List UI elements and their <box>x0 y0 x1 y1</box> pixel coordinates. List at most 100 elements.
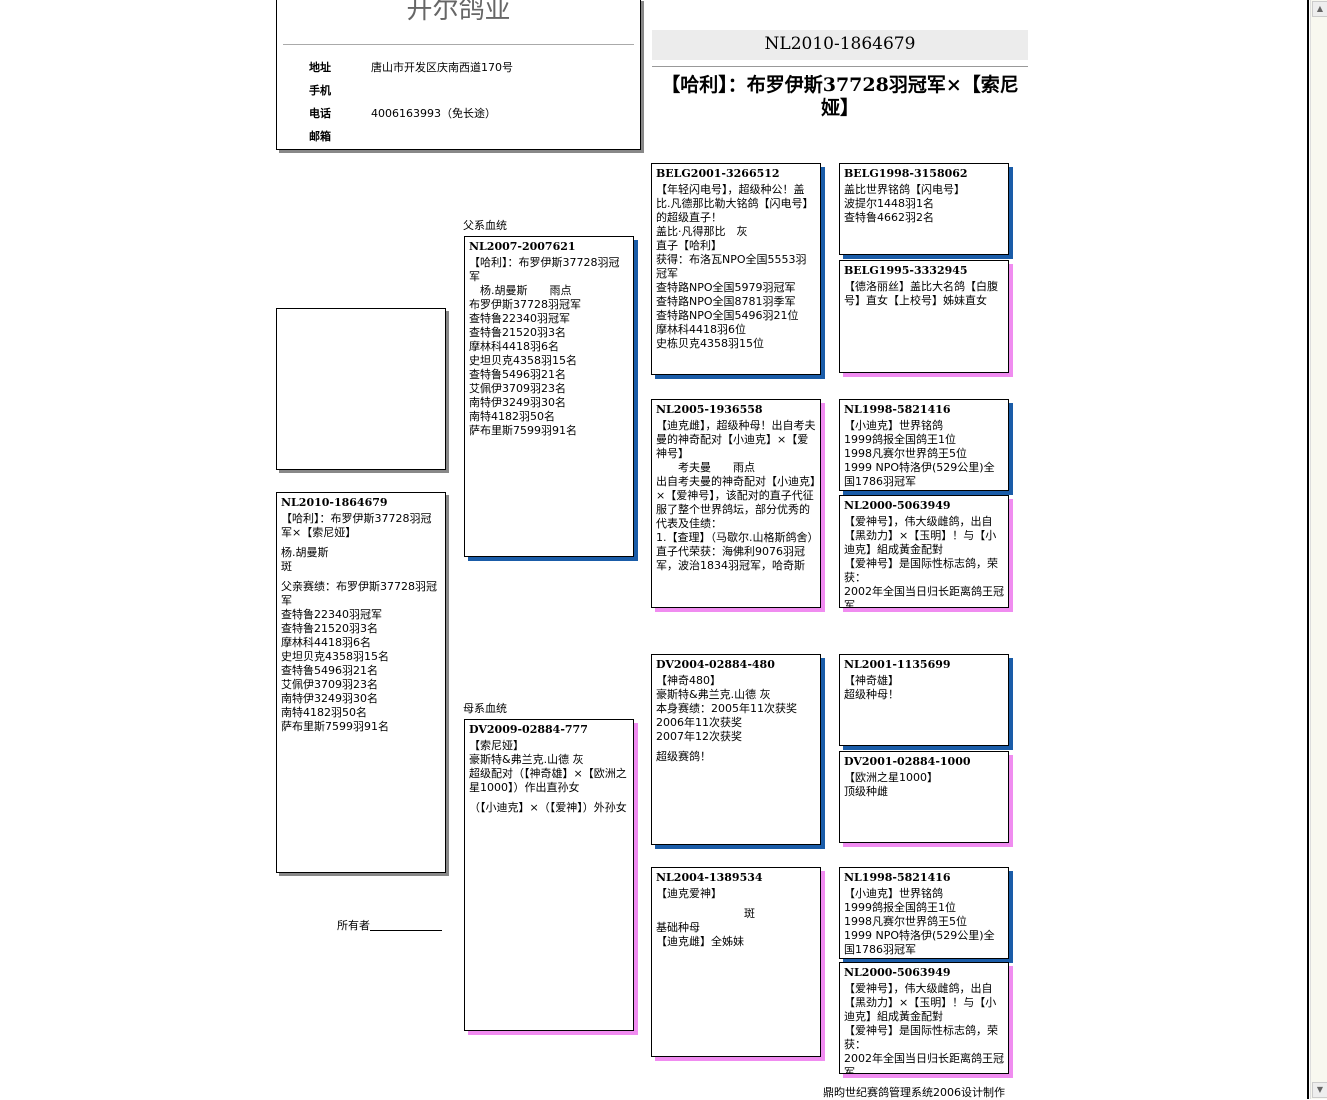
pedigree-line: 摩林科4418羽6位 <box>656 323 746 336</box>
pedigree-line: 【爱神号】，伟大级雌鸽，出自【黑劲力】×【玉明】！与【小迪克】組成黃金配對 <box>844 982 997 1023</box>
pedigree-line: 【哈利】：布罗伊斯37728羽冠军 <box>469 256 620 283</box>
pedigree-line: 直子【哈利】 <box>656 239 722 252</box>
owner-field: 所有者 <box>337 917 442 933</box>
pedigree-line: 1999鸽报全国鸽王1位 <box>844 901 956 914</box>
pedigree-line: 查特鲁21520羽3名 <box>281 622 378 635</box>
phone-value: 4006163993（免长途） <box>371 107 496 120</box>
sire-card: NL2007-2007621 【哈利】：布罗伊斯37728羽冠军 杨.胡曼斯 雨点… <box>464 236 634 557</box>
pedigree-line: 【年轻闪电号】，超级种公！盖比.凡德那比勒大铭鸽【闪电号】的超级直子！ <box>656 183 814 224</box>
divider <box>652 66 1028 67</box>
pedigree-line: 【神奇480】 <box>656 674 721 687</box>
ring-number: BELG2001-3266512 <box>656 167 780 180</box>
great-grandparent-card: NL2000-5063949 【爱神号】，伟大级雌鸽，出自【黑劲力】×【玉明】！与… <box>839 962 1009 1074</box>
pedigree-line: 史栋贝克4358羽15位 <box>656 337 764 350</box>
ring-number: BELG1995-3332945 <box>844 264 968 277</box>
pedigree-line: 【爱神号】是国际性标志鸽，荣获： <box>844 557 998 584</box>
pedigree-line: 杨.胡曼斯 雨点 <box>469 284 572 297</box>
pedigree-line: 顶级种雌 <box>844 785 888 798</box>
pedigree-line: 【索尼娅】 <box>469 739 524 752</box>
pedigree-line: 出自考夫曼的神奇配对【小迪克】×【爱神号】，该配对的直子代征服了整个世界鸽坛，部… <box>656 475 816 530</box>
great-grandparent-card: BELG1995-3332945 【德洛丽丝】盖比大名鸽【白腹号】直女【上校号】姊… <box>839 260 1009 373</box>
pedigree-line: 摩林科4418羽6名 <box>469 340 559 353</box>
phone-label: 电话 <box>309 107 331 120</box>
pedigree-line: 南特4182羽50名 <box>469 410 555 423</box>
pedigree-line: 1999 NPO特洛伊(529公里)全国1786羽冠军 <box>844 461 995 488</box>
pedigree-line: 【爱神号】是国际性标志鸽，荣获： <box>844 1024 998 1051</box>
pedigree-line: 摩林科4418羽6名 <box>281 636 371 649</box>
ring-number: DV2001-02884-1000 <box>844 755 971 768</box>
ring-number: NL2001-1135699 <box>844 658 951 671</box>
ring-number: DV2004-02884-480 <box>656 658 775 671</box>
pedigree-line: （【小迪克】×（【爱神】）外孙女 <box>469 801 627 814</box>
ring-number: NL1998-5821416 <box>844 871 951 884</box>
pedigree-line: 查特鲁4662羽2名 <box>844 211 934 224</box>
phone-row: 电话 4006163993（免长途） <box>309 107 496 121</box>
scroll-up-icon[interactable]: ▲ <box>1312 1 1327 17</box>
pedigree-line: 查特鲁5496羽21名 <box>281 664 378 677</box>
pedigree-line: 2007年12次获奖 <box>656 730 742 743</box>
pedigree-line: 查特路NPO全国8781羽季军 <box>656 295 796 308</box>
pedigree-line: 超级种母！ <box>844 688 899 701</box>
subject-pigeon-card: NL2010-1864679【哈利】：布罗伊斯37728羽冠军×【索尼娅】杨.胡… <box>276 492 446 873</box>
pedigree-line: 【哈利】：布罗伊斯37728羽冠军×【索尼娅】 <box>281 512 432 539</box>
pedigree-line: 盖比·凡得那比 灰 <box>656 225 748 238</box>
page-border <box>1307 0 1309 1099</box>
ring-number: NL1998-5821416 <box>844 403 951 416</box>
pedigree-line: 【迪克爱神】 <box>656 887 722 900</box>
pedigree-line: 考夫曼 雨点 <box>656 461 755 474</box>
pedigree-line: 直子代荣获：海佛利9076羽冠军，波治1834羽冠军，哈奇斯 <box>656 545 805 572</box>
ring-number: NL2007-2007621 <box>469 240 576 253</box>
great-grandparent-card: NL2000-5063949【爱神号】，伟大级雌鸽，出自【黑劲力】×【玉明】！与… <box>839 495 1009 608</box>
pedigree-line: 1999鸽报全国鸽王1位 <box>844 433 956 446</box>
divider <box>283 44 634 45</box>
pedigree-line: 查特路NPO全国5979羽冠军 <box>656 281 796 294</box>
mobile-label: 手机 <box>309 84 331 97</box>
mobile-row: 手机 <box>309 84 371 98</box>
pedigree-line: 布罗伊斯37728羽冠军 <box>469 298 581 311</box>
pedigree-line: 【德洛丽丝】盖比大名鸽【白腹号】直女【上校号】姊妹直女 <box>844 280 998 307</box>
pedigree-line: 豪斯特&弗兰克.山德 灰 <box>469 753 584 766</box>
pedigree-line: 斑 <box>656 907 755 920</box>
pedigree-line: 2006年11次获奖 <box>656 716 742 729</box>
pedigree-line: 2002年全国当日归长距离鸽王冠军 <box>844 1052 1004 1074</box>
scroll-down-icon[interactable]: ▼ <box>1312 1082 1327 1098</box>
pedigree-line: 查特鲁22340羽冠军 <box>281 608 382 621</box>
email-row: 邮箱 <box>309 130 371 144</box>
pedigree-line: 1.【查理】（马歇尔.山格斯鸽舍） <box>656 531 819 544</box>
pedigree-line: 史坦贝克4358羽15名 <box>281 650 389 663</box>
ring-number-bar: NL2010-1864679 <box>652 30 1028 60</box>
pedigree-line: 获得：布洛瓦NPO全国5553羽冠军 <box>656 253 807 280</box>
pigeon-title: 【哈利】：布罗伊斯37728羽冠军×【索尼娅】 <box>661 74 1019 119</box>
pedigree-line: 本身赛绩：2005年11次获奖 <box>656 702 797 715</box>
pedigree-line: 超级赛鸽！ <box>656 750 711 763</box>
ring-number: NL2000-5063949 <box>844 966 951 979</box>
vertical-scrollbar[interactable]: ▲ ▼ <box>1310 0 1327 1099</box>
owner-label: 所有者 <box>337 919 370 932</box>
granddam-paternal-card: NL2005-1936558【迪克雌】，超级种母！出自考夫曼的神奇配对【小迪克】… <box>651 399 821 608</box>
dam-line-label: 母系血统 <box>463 702 507 715</box>
pedigree-line: 斑 <box>281 560 292 573</box>
pedigree-line: 超级配对（【神奇雄】×【欧洲之星1000】）作出直孙女 <box>469 767 627 794</box>
pedigree-line: 【迪克雌】全姊妹 <box>656 935 744 948</box>
pedigree-line: 【爱神号】，伟大级雌鸽，出自【黑劲力】×【玉明】！与【小迪克】組成黃金配對 <box>844 515 997 556</box>
pedigree-line: 南特伊3249羽30名 <box>281 692 378 705</box>
grandsire-paternal-card: BELG2001-3266512 【年轻闪电号】，超级种公！盖比.凡德那比勒大铭鸽… <box>651 163 821 375</box>
pedigree-line: 豪斯特&弗兰克.山德 灰 <box>656 688 771 701</box>
pedigree-line: 艾佩伊3709羽23名 <box>469 382 566 395</box>
pedigree-line: 萨布里斯7599羽91名 <box>469 424 577 437</box>
pedigree-line: 查特路NPO全国5496羽21位 <box>656 309 799 322</box>
pedigree-line: 【小迪克】世界铭鸽 <box>844 419 943 432</box>
pedigree-line: 1998凡赛尔世界鸽王5位 <box>844 915 967 928</box>
ring-number: DV2009-02884-777 <box>469 723 588 736</box>
pedigree-line: 波提尔1448羽1名 <box>844 197 934 210</box>
address-value: 唐山市开发区庆南西道170号 <box>371 61 513 74</box>
sire-line-label: 父系血统 <box>463 219 507 232</box>
address-row: 地址唐山市开发区庆南西道170号 <box>309 61 513 75</box>
pedigree-line: 【迪克雌】，超级种母！出自考夫曼的神奇配对【小迪克】×【爱神号】 <box>656 419 816 460</box>
pedigree-line: 南特4182羽50名 <box>281 706 367 719</box>
ring-number: BELG1998-3158062 <box>844 167 968 180</box>
pedigree-line: 【小迪克】世界铭鸽 <box>844 887 943 900</box>
footer-credit: 鼎昀世纪赛鸽管理系统2006设计制作 <box>823 1086 1005 1099</box>
